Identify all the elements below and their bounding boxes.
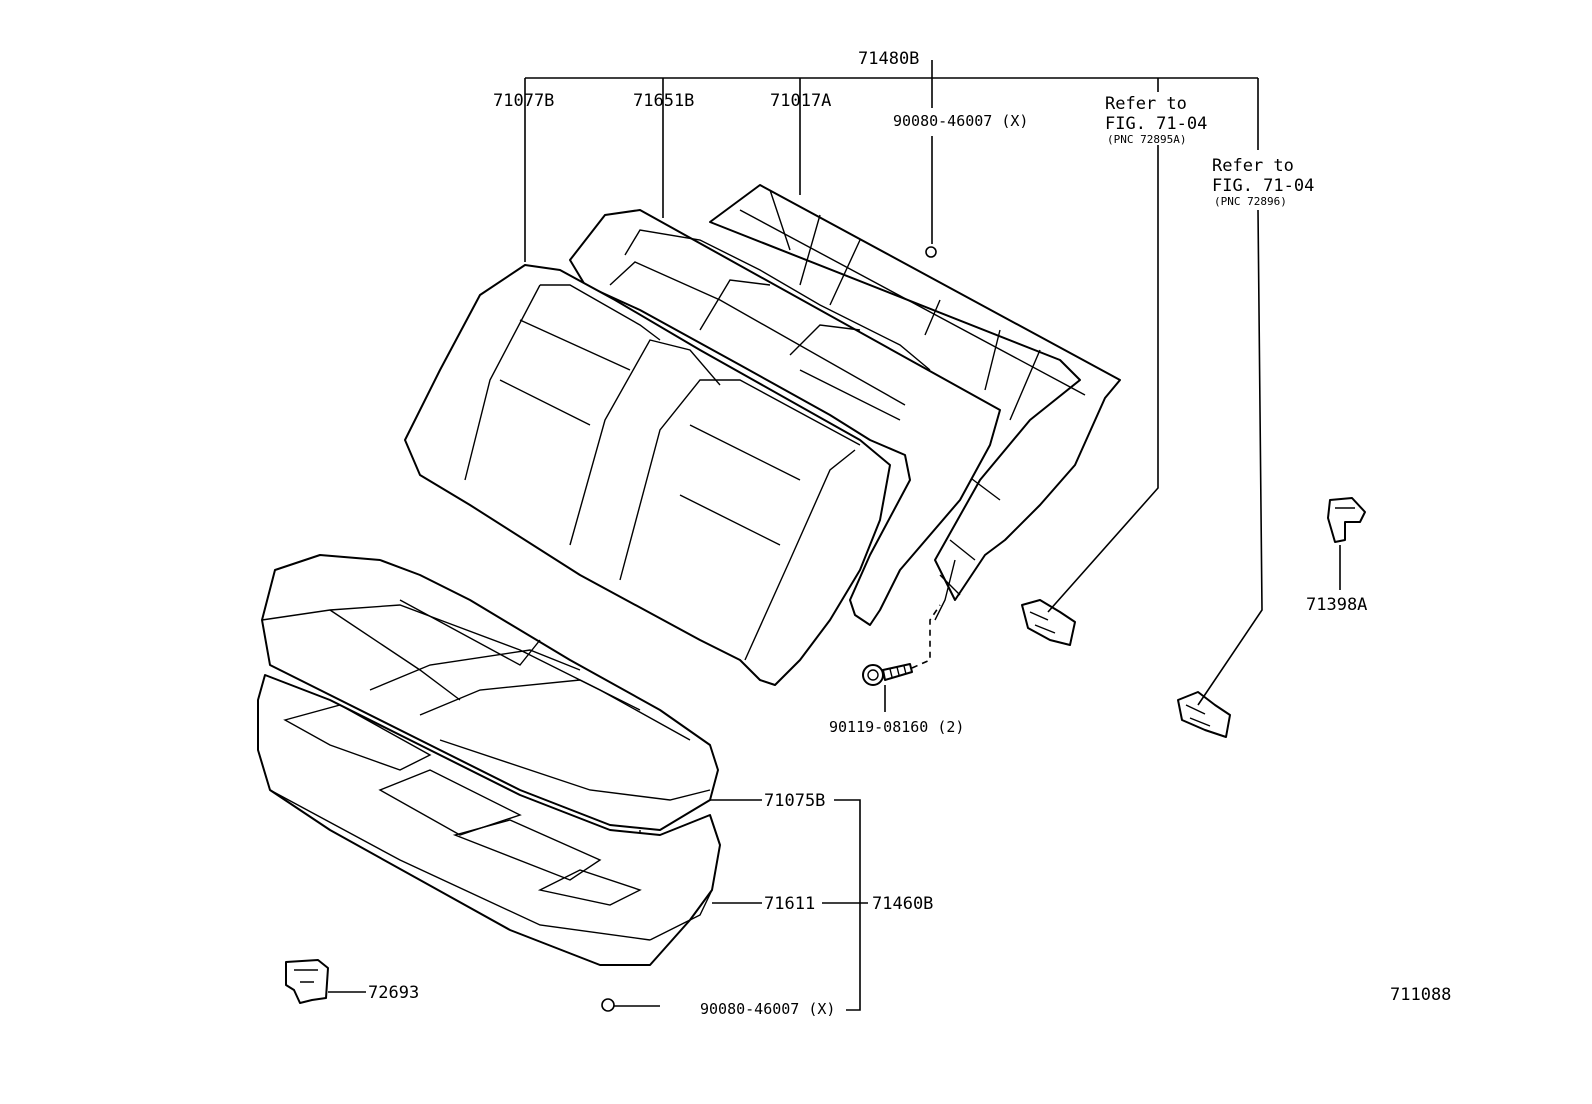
label-back-cover: 71077B [493,91,554,111]
seat-back-frame [709,184,1121,621]
hog-ring-bottom-part [601,998,615,1012]
label-refer2-line2: FIG. 71-04 [1212,176,1314,196]
seat-cushion-pad [257,674,721,966]
label-refer1-line3: (PNC 72895A) [1107,133,1186,146]
label-bolt: 90119-08160 (2) [829,718,964,736]
label-cushion-cover: 71075B [764,791,825,811]
hinge-bracket-2 [1177,691,1231,738]
label-hog-ring-top: 90080-46007 (X) [893,112,1028,130]
label-assy-back: 71480B [858,49,919,69]
label-hog-ring-bottom: 90080-46007 (X) [700,1000,835,1018]
label-refer2-line3: (PNC 72896) [1214,195,1287,208]
label-refer1-line1: Refer to [1105,94,1187,114]
seat-back-pad [569,209,1001,626]
seat-back-cover [404,264,891,686]
hog-ring-top-part [925,246,937,258]
label-back-frame: 71017A [770,91,831,111]
label-refer1-line2: FIG. 71-04 [1105,114,1207,134]
label-clip-right: 71398A [1306,595,1367,615]
leader-lines [328,60,1341,1011]
label-back-pad: 71651B [633,91,694,111]
clip-71398a [1327,497,1366,543]
drawing-number: 711088 [1390,985,1451,1005]
clip-72693 [285,959,329,1004]
bolt-dash-leader [911,604,941,669]
label-refer2-line1: Refer to [1212,156,1294,176]
seat-cushion-cover [261,554,719,860]
label-clip-left: 72693 [368,983,419,1003]
hinge-bracket-1 [1021,599,1076,646]
label-cushion-assy: 71460B [872,894,933,914]
bolt-part [862,663,913,686]
label-cushion-pad: 71611 [764,894,815,914]
